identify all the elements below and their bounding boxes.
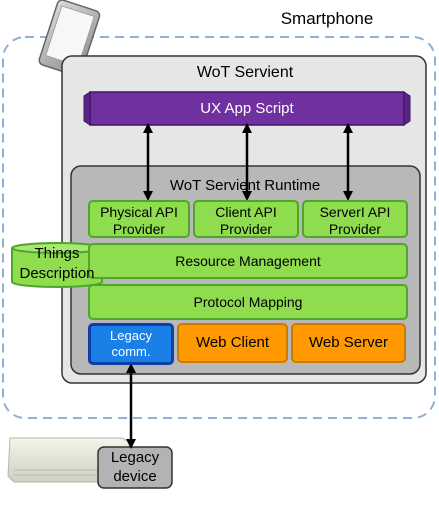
protocol-mapping-label: Protocol Mapping — [193, 294, 303, 310]
client-api-provider-line2: Provider — [219, 221, 273, 237]
resource-management: Resource Management — [88, 243, 408, 279]
physical-api-provider-line2: Provider — [112, 221, 166, 237]
web-server-label: Web Server — [309, 334, 388, 351]
resource-management-label: Resource Management — [175, 253, 321, 269]
servient-label: WoT Servient — [196, 64, 294, 81]
physical-api-provider: Physical API Provider — [88, 200, 190, 238]
client-api-provider: Client API Provider — [193, 200, 299, 238]
smartphone-boundary — [2, 36, 436, 419]
legacy-device-line2: device — [113, 468, 157, 485]
ux-app-script-label: UX App Script — [200, 100, 294, 117]
legacy-device-line1: Legacy — [110, 449, 160, 466]
legacy-comm-line1: Legacy — [110, 328, 152, 343]
web-server: Web Server — [291, 323, 406, 363]
smartphone-label: Smartphone — [280, 9, 374, 28]
protocol-mapping: Protocol Mapping — [88, 284, 408, 320]
legacy-comm-line2: comm. — [111, 344, 151, 359]
physical-api-provider-line1: Physical API — [100, 204, 178, 220]
web-client: Web Client — [177, 323, 288, 363]
runtime-label: WoT Servient Runtime — [169, 177, 321, 194]
client-api-provider-line1: Client API — [215, 204, 277, 220]
things-description-cylinder — [11, 242, 103, 288]
server-api-provider-line2: Provider — [328, 221, 382, 237]
things-description-line1: Things — [34, 245, 80, 262]
things-description-line2: Description — [19, 265, 95, 282]
web-client-label: Web Client — [195, 334, 270, 351]
legacy-comm: Legacy comm. — [88, 323, 174, 365]
server-api-provider: ServerI API Provider — [302, 200, 408, 238]
server-api-provider-line1: ServerI API — [319, 204, 391, 220]
